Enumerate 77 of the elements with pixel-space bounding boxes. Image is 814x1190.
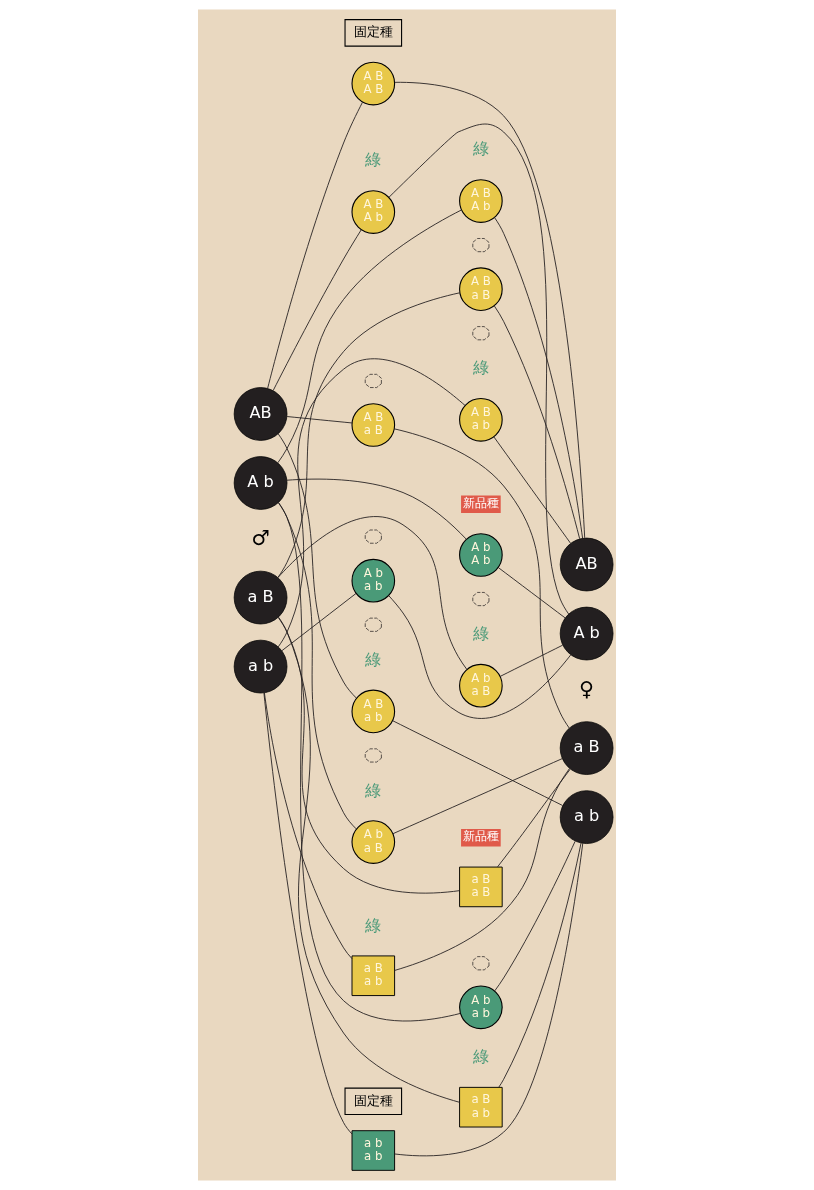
node-circle: A b [559,606,614,661]
node-circle: A b a b [459,985,503,1030]
connector [277,617,460,894]
node-cloud [472,238,490,253]
node-circle: a b [559,790,614,844]
node-box: a b a b [351,1130,396,1171]
connector [494,840,576,992]
node-circle: A B a b [459,398,503,442]
node-label: 綠 [472,358,489,378]
connector [277,209,462,464]
node-cloud [472,592,490,606]
connector [388,595,572,719]
node-circle: a B [233,570,288,625]
connector [494,305,581,540]
connector [267,101,363,389]
node-circle: A B A b [459,179,503,223]
connector [499,644,564,677]
connector [277,358,466,648]
connector [278,616,460,1103]
node-circle: A b a b [351,558,396,603]
connector [388,123,570,615]
node-label: 綠 [472,624,489,644]
connector [393,428,570,729]
node-circle: A b [233,456,288,510]
connector [277,433,357,699]
node-cloud [364,373,382,388]
node-circle: AB [233,387,288,441]
node-cloud [364,529,382,544]
connector [263,692,353,1135]
node-box: a B a B [459,866,503,908]
node-circle: a b [233,639,288,694]
node-box: 固定種 [344,1087,403,1116]
label: ♂ [251,526,270,551]
node-box: a B a b [459,1086,503,1128]
node-circle: A B a B [459,267,503,311]
connector [277,516,468,670]
connector [497,768,571,868]
connector [498,842,582,1088]
node-cloud [472,326,490,341]
node-label: 新品種 [463,829,500,844]
node-cloud [364,748,382,763]
node-label: 綠 [472,139,489,159]
connector [277,292,461,578]
node-circle: A b a B [351,820,396,864]
node-cloud [364,617,382,632]
connector [281,593,357,652]
connector [277,502,357,830]
node-label: 綠 [365,780,382,800]
node-label: 綠 [472,1047,489,1067]
label: ♀ [579,676,595,701]
connector [497,567,566,619]
connector [272,229,362,392]
node-circle: A B A b [351,190,396,234]
node-circle: a B [559,721,614,775]
node-circle: A B a B [351,403,396,447]
connector [493,436,572,544]
connector [392,758,563,835]
node-circle: AB [559,537,614,592]
connector [494,217,584,539]
connector [394,842,584,1157]
node-box: 固定種 [344,19,403,47]
node-circle: A b a B [459,663,503,708]
connector [286,416,353,424]
node-cloud [472,956,490,971]
node-label: 新品種 [463,496,500,511]
node-circle: A B a b [351,689,396,734]
node-circle: A B A B [351,61,396,106]
connector [278,502,461,1022]
node-label: 綠 [365,649,382,669]
connector [286,478,467,540]
connector [394,81,586,539]
node-circle: A b A b [459,533,503,577]
node-label: 綠 [365,150,382,170]
connector [394,767,571,971]
node-label: 綠 [365,915,382,935]
connector [392,720,564,806]
node-box: a B a b [351,955,396,997]
